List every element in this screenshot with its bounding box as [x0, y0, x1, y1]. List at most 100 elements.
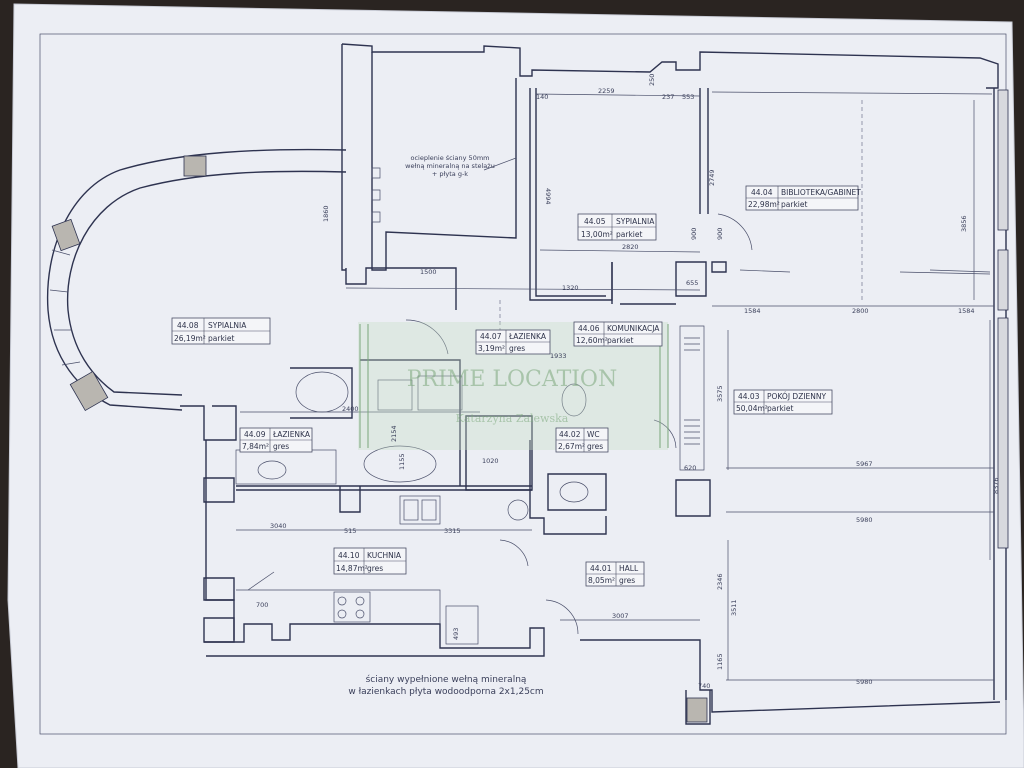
dimension-label: 8376 [992, 477, 1000, 494]
room-label-lazienka-07: 44.07 ŁAZIENKA 3,19m² gres [475, 329, 551, 355]
room-name: WC [587, 430, 600, 439]
footer-note-line: w łazienkach płyta wodoodporna 2x1,25cm [348, 687, 543, 697]
watermark-title: PRIME LOCATION [407, 367, 617, 392]
dimension-label: 2259 [598, 87, 615, 95]
room-label-hall: 44.01 HALL 8,05m² gres [585, 561, 645, 587]
dimension-label: 1165 [716, 653, 724, 670]
room-name: ŁAZIENKA [508, 332, 547, 341]
room-code: 44.07 [480, 332, 502, 341]
dimension-label: 3040 [270, 522, 287, 530]
room-area: 13,00m² [581, 230, 613, 239]
room-area: 8,05m² [588, 576, 615, 585]
dimension-label: 3315 [444, 527, 461, 535]
room-area: 2,67m² [558, 442, 585, 451]
room-name: KUCHNIA [367, 551, 402, 560]
dimension-label: 5967 [856, 460, 873, 468]
room-area: 3,19m² [478, 344, 505, 353]
room-finish: gres [509, 344, 525, 353]
dimension-label: 700 [256, 601, 268, 609]
room-code: 44.08 [177, 321, 199, 330]
room-finish: parkiet [781, 200, 807, 209]
dimension-label: 3007 [612, 612, 629, 620]
room-code: 44.02 [559, 430, 581, 439]
dimension-label: 515 [344, 527, 356, 535]
room-area: 7,84m² [242, 442, 269, 451]
dimension-label: 900 [690, 228, 698, 240]
footer-note: ściany wypełnione wełną mineralną w łazi… [348, 674, 543, 697]
room-area: 50,04m² [736, 404, 768, 413]
room-label-sypialnia-large: 44.08 SYPIALNIA 26,19m² parkiet [171, 317, 271, 345]
room-finish: parkiet [616, 230, 642, 239]
dimension-label: 1320 [562, 284, 579, 292]
room-name: ŁAZIENKA [272, 430, 311, 439]
insulation-note-line: + płyta g-k [432, 170, 468, 178]
room-label-biblioteka: 44.04 BIBLIOTEKA/GABINET 22,98m² parkiet [745, 185, 861, 211]
dimension-label: 4994 [544, 188, 552, 205]
dimension-label: 2154 [390, 425, 398, 442]
room-name: SYPIALNIA [616, 217, 655, 226]
room-area: 26,19m² [174, 334, 206, 343]
dimension-label: 900 [716, 228, 724, 240]
dimension-label: 140 [536, 93, 548, 101]
dimension-label: 655 [686, 279, 698, 287]
room-label-pokoj-dzienny: 44.03 POKÓJ DZIENNY 50,04m² parkiet [733, 389, 833, 415]
dimension-label: 3511 [730, 599, 738, 616]
dimension-label: 2820 [622, 243, 639, 251]
outer-walls [46, 43, 1009, 725]
room-label-komunikacja: 44.06 KOMUNIKACJA 12,60m² parkiet [573, 321, 663, 347]
room-code: 44.04 [751, 188, 773, 197]
room-name: SYPIALNIA [208, 321, 247, 330]
dimension-label: 3575 [716, 385, 724, 402]
insulation-note-line: ocieplenie ściany 50mm [411, 154, 490, 162]
watermark-subtitle: Katarzyna Zalewska [456, 412, 569, 425]
room-area: 14,87m² [336, 564, 368, 573]
dimension-label: 2749 [708, 169, 716, 186]
dimension-label: 1584 [958, 307, 975, 315]
room-name: POKÓJ DZIENNY [767, 392, 827, 401]
insulation-note-line: wełną mineralną na stelażu [405, 162, 495, 170]
dimension-label: 250 [648, 74, 656, 86]
room-finish: gres [619, 576, 635, 585]
dimension-label: 1155 [398, 453, 406, 470]
room-finish: gres [367, 564, 383, 573]
room-finish: parkiet [208, 334, 234, 343]
dimension-label: 553 [682, 93, 694, 101]
room-code: 44.01 [590, 564, 612, 573]
room-area: 12,60m² [576, 336, 608, 345]
dimension-label: 2800 [852, 307, 869, 315]
room-code: 44.10 [338, 551, 360, 560]
dimension-label: 1500 [420, 268, 437, 276]
dimension-label: 493 [452, 628, 460, 640]
dimension-label: 2400 [342, 405, 359, 413]
dimension-label: 620 [684, 464, 696, 472]
insulation-note: ocieplenie ściany 50mm wełną mineralną n… [405, 154, 495, 178]
room-finish: parkiet [607, 336, 633, 345]
room-finish: gres [587, 442, 603, 451]
dimension-label: 3856 [960, 215, 968, 232]
dimension-label: 1020 [482, 457, 499, 465]
room-label-sypialnia-small: 44.05 SYPIALNIA 13,00m² parkiet [577, 213, 657, 241]
room-code: 44.06 [578, 324, 600, 333]
room-label-lazienka-09: 44.09 ŁAZIENKA 7,84m² gres [239, 427, 313, 453]
room-finish: parkiet [767, 404, 793, 413]
room-name: BIBLIOTEKA/GABINET [781, 188, 861, 197]
dimension-label: 1933 [550, 352, 567, 360]
footer-note-line: ściany wypełnione wełną mineralną [366, 674, 527, 685]
dimension-labels: 2259 237 553 250 140 4994 2749 3856 2820… [256, 74, 1000, 690]
dimension-label: 237 [662, 93, 674, 101]
dimension-label: 1584 [744, 307, 761, 315]
dimension-label: 1860 [322, 205, 330, 222]
dimension-label: 5980 [856, 678, 873, 686]
room-label-kuchnia: 44.10 KUCHNIA 14,87m² gres [333, 547, 407, 575]
dimension-lines [236, 91, 994, 681]
room-finish: gres [273, 442, 289, 451]
room-code: 44.05 [584, 217, 606, 226]
room-name: HALL [619, 564, 639, 573]
dimension-label: 740 [698, 682, 710, 690]
room-area: 22,98m² [748, 200, 780, 209]
room-code: 44.09 [244, 430, 266, 439]
dimension-label: 2346 [716, 573, 724, 590]
dimension-label: 5980 [856, 516, 873, 524]
room-name: KOMUNIKACJA [607, 324, 660, 333]
